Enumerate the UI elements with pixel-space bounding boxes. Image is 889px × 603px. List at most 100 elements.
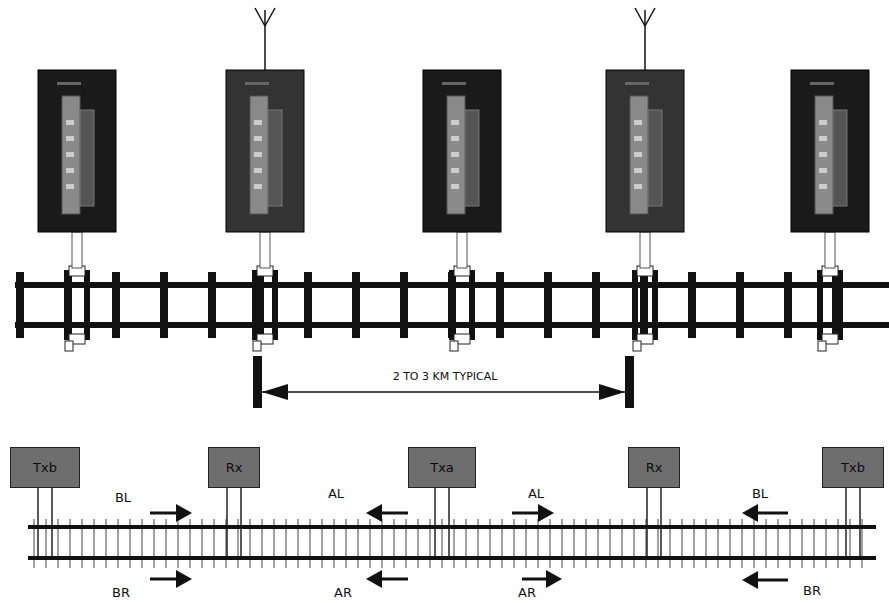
sleeper: [352, 272, 360, 338]
device-plate: [465, 110, 479, 206]
track-clamp: [652, 270, 658, 340]
sleeper: [688, 272, 696, 338]
device-led: [819, 168, 827, 173]
equipment-enclosure: [38, 70, 116, 232]
sleeper: [784, 272, 792, 338]
track-clamp: [837, 270, 843, 340]
box-leg: [859, 488, 861, 560]
equipment-box: Txb: [822, 447, 884, 488]
dimension-label: 2 TO 3 KM TYPICAL: [393, 371, 498, 383]
sleeper: [496, 272, 504, 338]
device-led: [66, 184, 74, 189]
arrow-head: [742, 571, 758, 589]
track-clamp: [817, 270, 823, 340]
track-clamp: [632, 270, 638, 340]
device-led: [634, 168, 642, 173]
box-label: Txa: [430, 460, 454, 475]
direction-arrow: [758, 512, 788, 515]
device-led: [634, 184, 642, 189]
direction-arrow: [150, 512, 176, 515]
direction-arrow: [382, 512, 408, 515]
equipment-box: Rx: [208, 447, 260, 488]
track-clamp: [84, 270, 90, 340]
signal-track: [28, 488, 876, 589]
device-plate: [268, 110, 282, 206]
device-plate: [648, 110, 662, 206]
arrow-head: [742, 504, 758, 522]
sleeper: [736, 272, 744, 338]
box-leg: [226, 488, 228, 560]
track-clamp: [64, 270, 70, 340]
device-led: [451, 136, 459, 141]
box-leg: [434, 488, 436, 560]
direction-arrow: [150, 578, 176, 581]
device-led: [819, 120, 827, 125]
sleeper: [112, 272, 120, 338]
sleeper: [592, 272, 600, 338]
track-clamp: [469, 270, 475, 340]
track-clamp: [272, 270, 278, 340]
clamp-tab: [253, 341, 261, 351]
cable: [457, 232, 467, 268]
box-label: Rx: [226, 460, 243, 475]
device-led: [634, 136, 642, 141]
clamp-tab: [818, 341, 826, 351]
sleeper: [400, 272, 408, 338]
equipment-enclosure: [423, 70, 501, 232]
signal-label: BR: [112, 586, 130, 600]
device-panel: [250, 96, 268, 214]
sleeper: [208, 272, 216, 338]
box-label: Txb: [841, 460, 865, 475]
box-leg: [845, 488, 847, 560]
direction-arrow: [522, 578, 546, 581]
device-led: [66, 120, 74, 125]
cable: [72, 232, 82, 268]
device-led: [66, 136, 74, 141]
device-led: [451, 184, 459, 189]
clamp-tab: [450, 341, 458, 351]
device-panel: [447, 96, 465, 214]
device-nameplate: [57, 82, 81, 85]
equipment-enclosure: [791, 70, 869, 232]
sleeper: [640, 272, 648, 338]
signal-label: AR: [334, 586, 352, 600]
sleeper: [544, 272, 552, 338]
sleeper: [304, 272, 312, 338]
antenna: [255, 8, 275, 70]
antenna: [635, 8, 655, 70]
device-led: [819, 136, 827, 141]
signal-label: BR: [803, 584, 821, 598]
box-leg: [660, 488, 662, 560]
cable: [640, 232, 650, 268]
device-led: [254, 168, 262, 173]
device-led: [254, 120, 262, 125]
box-leg: [51, 488, 53, 560]
arrow-head: [366, 504, 382, 522]
equipment-enclosure: [226, 70, 304, 232]
device-led: [66, 152, 74, 157]
box-label: Txb: [33, 460, 57, 475]
arrow-head: [176, 570, 192, 588]
device-led: [451, 120, 459, 125]
device-led: [634, 152, 642, 157]
device-nameplate: [810, 82, 834, 85]
device-led: [254, 152, 262, 157]
signal-label: AL: [328, 487, 344, 501]
clamp-tab: [65, 341, 73, 351]
equipment-box: Txb: [10, 447, 80, 488]
signal-label: BL: [115, 491, 131, 505]
arrow-head: [538, 504, 554, 522]
clamp-tab: [633, 341, 641, 351]
equipment-enclosure: [606, 70, 684, 232]
device-led: [254, 184, 262, 189]
cable: [260, 232, 270, 268]
signal-label: AL: [528, 487, 544, 501]
device-nameplate: [625, 82, 649, 85]
box-leg: [646, 488, 648, 560]
device-panel: [62, 96, 80, 214]
equipment-box: Txa: [408, 447, 476, 488]
arrow-head: [366, 570, 382, 588]
track-illustration: [15, 8, 889, 351]
